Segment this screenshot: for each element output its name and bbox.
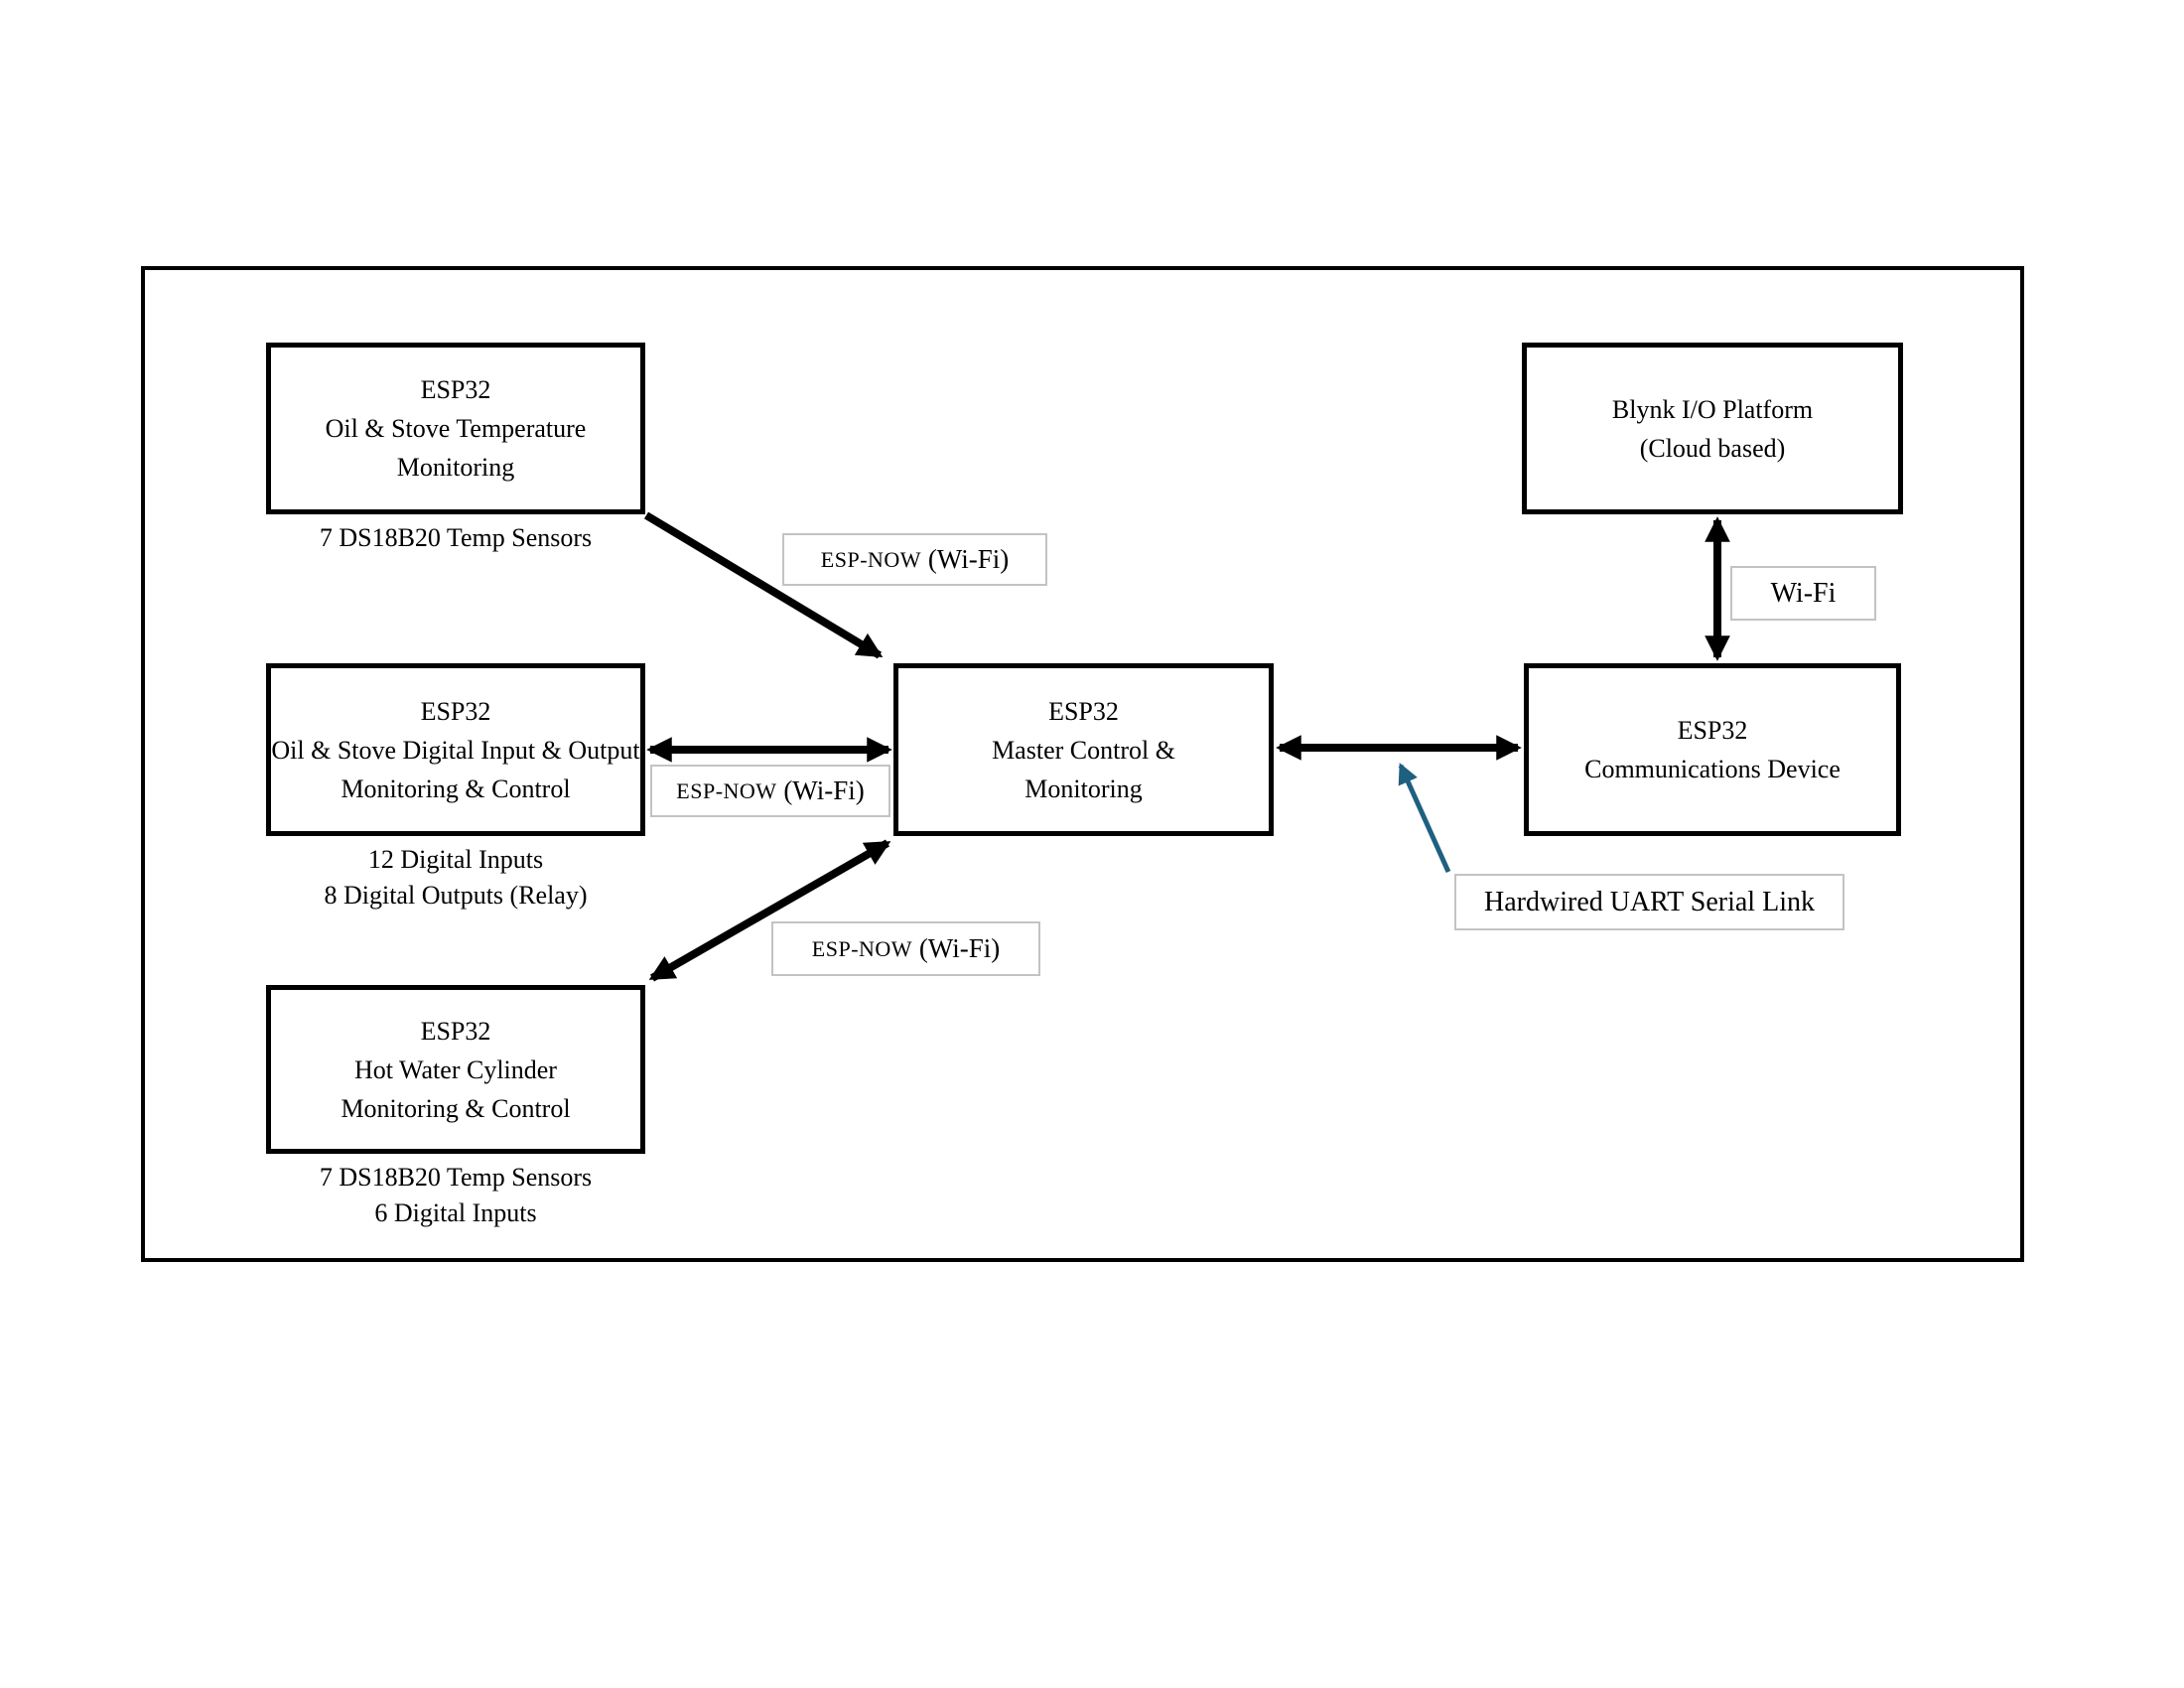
node-subtitle: Monitoring	[396, 453, 515, 482]
link-label-wifi: Wi-Fi	[1730, 566, 1876, 621]
link-label-espnow-bottom: ESP-NOW (Wi-Fi)	[771, 921, 1040, 976]
node-master-control: ESP32 Master Control & Monitoring	[893, 663, 1274, 836]
node-title: ESP32	[1048, 696, 1119, 726]
link-label-espnow-top: ESP-NOW (Wi-Fi)	[782, 533, 1047, 586]
node-blynk-platform: Blynk I/O Platform (Cloud based)	[1522, 343, 1903, 514]
node-title: ESP32	[420, 696, 491, 726]
node-subtitle: Communications Device	[1584, 755, 1841, 783]
caption-line: 8 Digital Outputs (Relay)	[324, 881, 588, 910]
node-title: ESP32	[420, 375, 491, 404]
node-subtitle: Monitoring & Control	[341, 774, 571, 803]
caption-hot-water-cylinder: 7 DS18B20 Temp Sensors 6 Digital Inputs	[266, 1160, 645, 1231]
node-subtitle: Master Control &	[992, 735, 1175, 765]
link-label-text: ESP-NOW	[820, 546, 922, 572]
caption-line: 7 DS18B20 Temp Sensors	[319, 1163, 593, 1192]
link-label-text: Wi-Fi	[1770, 577, 1837, 609]
node-subtitle: Hot Water Cylinder	[354, 1055, 557, 1084]
node-oil-stove-temp-monitoring: ESP32 Oil & Stove Temperature Monitoring	[266, 343, 645, 514]
caption-oil-stove-digital-io: 12 Digital Inputs 8 Digital Outputs (Rel…	[266, 842, 645, 914]
link-label-text: (Wi-Fi)	[776, 775, 865, 805]
node-subtitle: (Cloud based)	[1639, 433, 1786, 463]
node-communications-device: ESP32 Communications Device	[1524, 663, 1901, 836]
caption-line: 12 Digital Inputs	[367, 845, 544, 874]
node-subtitle: Oil & Stove Temperature	[325, 414, 587, 443]
node-title: Blynk I/O Platform	[1611, 394, 1814, 424]
caption-oil-stove-temp: 7 DS18B20 Temp Sensors	[266, 520, 645, 556]
caption-line: 7 DS18B20 Temp Sensors	[319, 523, 593, 552]
caption-line: 6 Digital Inputs	[374, 1198, 537, 1227]
link-label-uart-serial: Hardwired UART Serial Link	[1454, 874, 1844, 930]
node-hot-water-cylinder: ESP32 Hot Water Cylinder Monitoring & Co…	[266, 985, 645, 1154]
node-subtitle: Oil & Stove Digital Input & Output	[271, 735, 640, 765]
link-label-espnow-mid: ESP-NOW (Wi-Fi)	[650, 765, 890, 817]
diagram-outer-frame	[141, 266, 2024, 1262]
link-label-text: ESP-NOW	[811, 935, 913, 961]
link-label-text: ESP-NOW	[676, 777, 777, 803]
node-title: ESP32	[420, 1016, 491, 1046]
node-subtitle: Monitoring	[1024, 774, 1143, 803]
link-label-text: (Wi-Fi)	[921, 544, 1010, 574]
node-subtitle: Monitoring & Control	[341, 1093, 571, 1123]
link-label-text: Hardwired UART Serial Link	[1484, 886, 1815, 917]
node-title: ESP32	[1677, 716, 1748, 745]
link-label-text: (Wi-Fi)	[912, 933, 1001, 963]
node-oil-stove-digital-io: ESP32 Oil & Stove Digital Input & Output…	[266, 663, 645, 836]
